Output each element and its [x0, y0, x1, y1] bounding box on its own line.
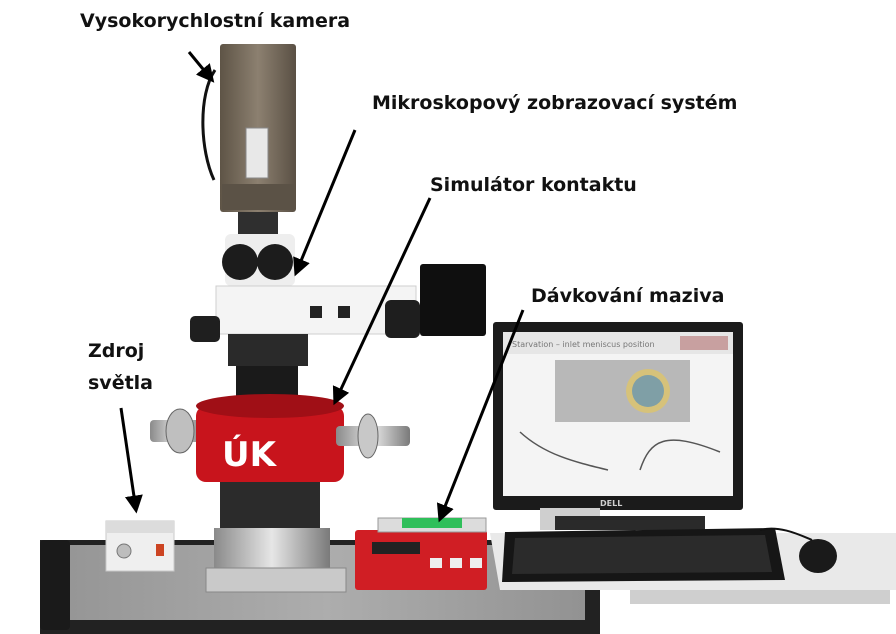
arrow-simulator [332, 197, 432, 406]
keyboard [502, 528, 785, 582]
arrow-lubricant [436, 309, 525, 523]
label-lubricant: Dávkování maziva [531, 285, 725, 307]
monitor-brand: DELL [600, 499, 622, 508]
label-camera: Vysokorychlostní kamera [80, 10, 351, 32]
contact-simulator: ÚK [150, 394, 410, 593]
arrow-camera [187, 51, 215, 83]
lubricant-syringe-pump [355, 517, 487, 590]
label-microscope: Mikroskopový zobrazovací systém [372, 92, 738, 114]
mouse [799, 539, 837, 573]
monitor-title: Starvation – inlet meniscus position [512, 340, 655, 349]
microscope [190, 234, 486, 406]
svg-text:ÚK: ÚK [222, 434, 278, 475]
label-light-line1: Zdroj [88, 340, 145, 362]
light-source-unit [105, 520, 175, 572]
high-speed-camera [201, 44, 296, 234]
arrow-microscope [293, 129, 357, 277]
arrow-light-source [119, 407, 143, 514]
monitor [493, 322, 743, 530]
label-light-line2: světla [88, 372, 153, 394]
label-simulator: Simulátor kontaktu [430, 174, 637, 196]
